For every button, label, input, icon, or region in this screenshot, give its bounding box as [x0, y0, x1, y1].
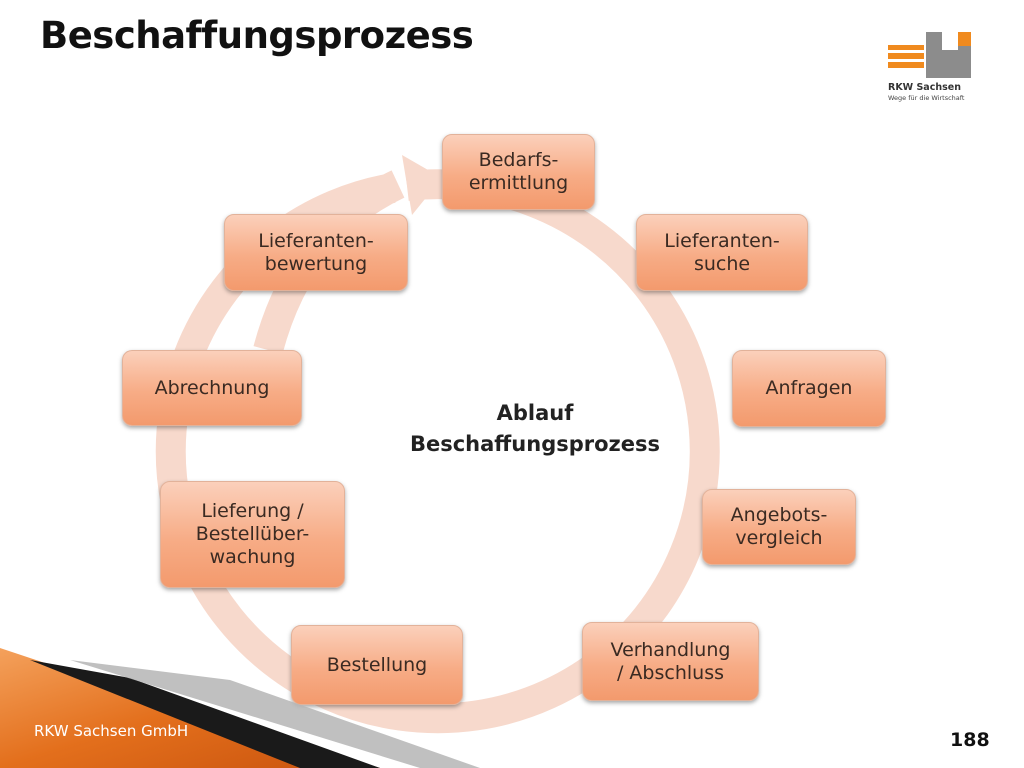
diagram-center-label: Ablauf Beschaffungsprozess [409, 401, 661, 456]
step-lieferantensuche: Lieferanten- suche [636, 214, 808, 291]
step-abrechnung: Abrechnung [122, 350, 302, 426]
footer-dark-swoosh [30, 660, 380, 768]
cycle-arrow-head [402, 155, 442, 215]
step-verhandlung-abschluss: Verhandlung / Abschluss [582, 622, 759, 701]
rkw-logo [888, 32, 971, 78]
logo-stripe-1 [888, 45, 924, 50]
logo-orange-square [958, 32, 971, 46]
logo-stripe-3 [888, 62, 924, 68]
slide-title: Beschaffungsprozess [40, 14, 474, 57]
footer-gray-swoosh [70, 660, 480, 768]
logo-stripe-2 [888, 53, 924, 59]
logo-white-cut [942, 32, 958, 50]
page-number: 188 [950, 729, 990, 751]
step-bedarfsermittlung: Bedarfs- ermittlung [442, 134, 595, 210]
step-angebotsvergleich: Angebots- vergleich [702, 489, 856, 565]
step-anfragen: Anfragen [732, 350, 886, 427]
step-bestellung: Bestellung [291, 625, 463, 705]
footer-company: RKW Sachsen GmbH [34, 722, 189, 740]
logo-name: RKW Sachsen [888, 82, 961, 93]
step-lieferantenbewertung: Lieferanten- bewertung [224, 214, 408, 291]
footer-orange-wedge [0, 648, 380, 768]
logo-slogan: Wege für die Wirtschaft [888, 94, 965, 102]
step-lieferung-bestellueberwachung: Lieferung / Bestellüber- wachung [160, 481, 345, 588]
